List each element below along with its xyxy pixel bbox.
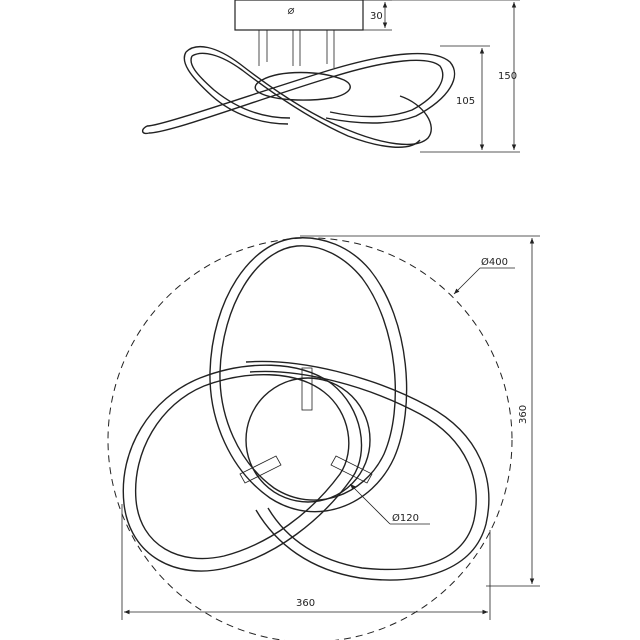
side-dimensions: 30 150 105 (363, 0, 520, 153)
top-dimensions: Ø400 360 360 Ø120 (121, 235, 540, 620)
dim-width: 360 (296, 598, 315, 609)
dim-height: 360 (518, 405, 529, 424)
canopy-screw-icon (288, 8, 294, 14)
side-inner-ring (254, 71, 351, 101)
dim-ring-height: 105 (456, 96, 475, 107)
base-circle (245, 377, 371, 503)
top-ring-lower-right (245, 360, 490, 581)
side-ring-band-b (183, 45, 432, 148)
canopy (234, 0, 364, 31)
dim-base-diameter: Ø120 (392, 512, 419, 524)
side-ring-band-a (142, 52, 456, 135)
top-view: Ø400 360 360 Ø120 (107, 235, 540, 640)
support-rods (258, 30, 335, 68)
outer-diameter-circle (107, 237, 513, 640)
top-ring-upper (209, 237, 408, 513)
dim-total-height: 150 (498, 71, 517, 82)
dim-outer-diameter: Ø400 (481, 256, 508, 268)
top-ring-lower-left (122, 364, 363, 572)
dim-canopy-height: 30 (370, 11, 383, 22)
base-arms (239, 367, 373, 484)
side-view: 30 150 105 (142, 0, 520, 153)
